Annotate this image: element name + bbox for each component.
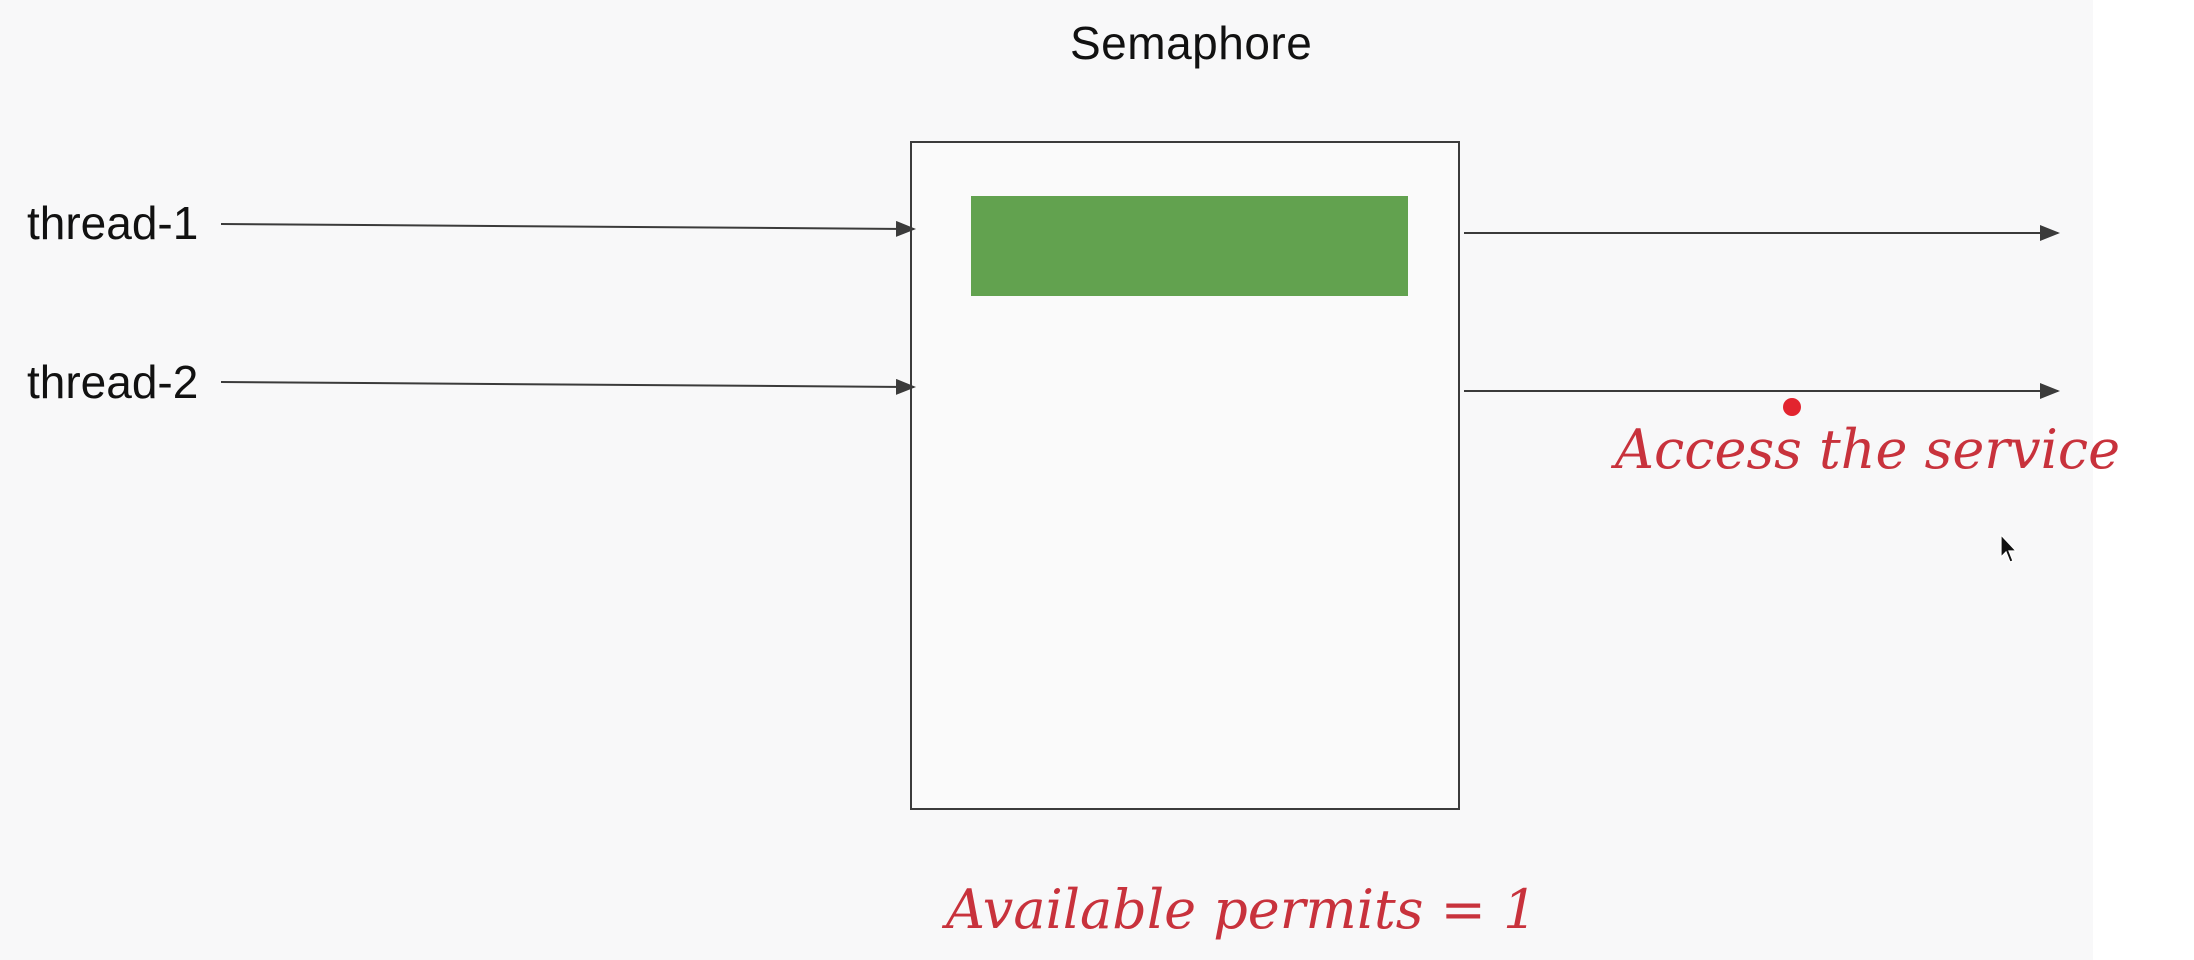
available-permits-annotation: Available permits = 1 [946, 878, 1538, 941]
thread-2-label: thread-2 [27, 356, 199, 408]
diagram-canvas: Semaphore thread-1 thread-2 Access the s… [27, 17, 2121, 941]
diagram-title: Semaphore [1070, 17, 1313, 69]
access-service-annotation: Access the service [1615, 418, 2121, 481]
laser-pointer-dot [1783, 398, 1801, 416]
thread-1-label: thread-1 [27, 197, 199, 249]
acquired-permit-block [971, 196, 1408, 296]
mouse-cursor-icon [2000, 534, 2018, 563]
